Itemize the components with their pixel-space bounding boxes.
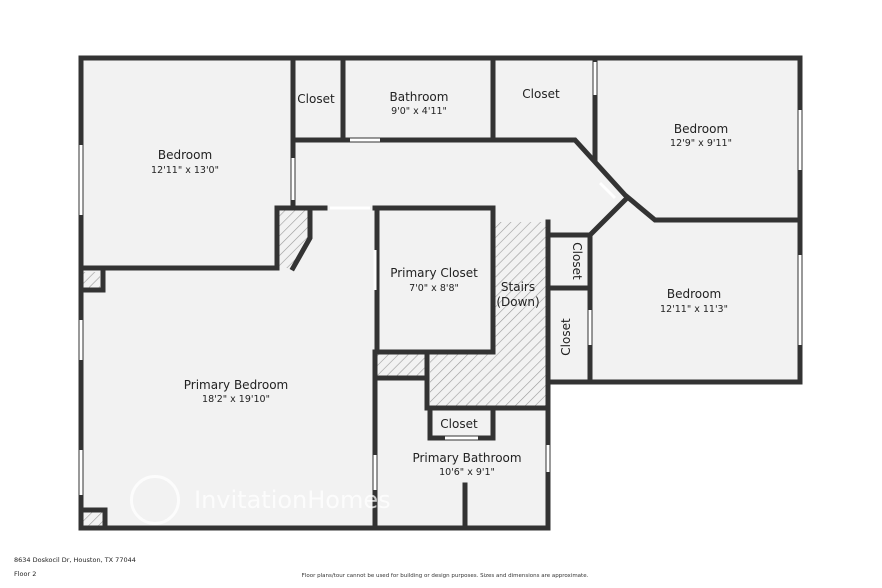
room-name: Closet: [440, 417, 478, 431]
room-name: Bedroom: [158, 148, 212, 162]
logo-icon: [130, 475, 180, 525]
floor-label: Floor 2: [14, 570, 37, 578]
room-name: Closet: [559, 318, 573, 356]
room-dims: 9'0" x 4'11": [391, 106, 447, 117]
hatch-chase-bottom: [83, 512, 103, 526]
openings: [79, 62, 802, 495]
room-dims: 12'11" x 13'0": [151, 165, 219, 176]
room-name: Primary Bedroom: [184, 378, 288, 392]
floor-area: [81, 58, 800, 528]
room-name: Closet: [522, 87, 560, 101]
stairs-hatch: [430, 222, 548, 408]
room-name: Primary Bathroom: [412, 451, 521, 465]
room-dims: 7'0" x 8'8": [409, 283, 459, 294]
room-name: Bedroom: [667, 287, 721, 301]
room-name: Primary Closet: [390, 266, 478, 280]
room-name: Stairs: [501, 280, 535, 294]
room-name: Bedroom: [674, 122, 728, 136]
room-dims: 12'11" x 11'3": [660, 304, 728, 315]
room-name: Bathroom: [390, 90, 449, 104]
watermark: InvitationHomes: [130, 475, 391, 525]
room-name: Closet: [570, 242, 584, 280]
room-labels: Bedroom 12'11" x 13'0" Closet Bathroom 9…: [151, 87, 732, 478]
hatch-chase-top: [83, 272, 100, 292]
address-label: 8634 Doskocil Dr, Houston, TX 77044: [14, 556, 136, 564]
disclaimer-text: Floor plans/tour cannot be used for buil…: [301, 573, 589, 579]
room-dims: 18'2" x 19'10": [202, 394, 270, 405]
hatch-small: [377, 352, 427, 377]
room-name: Closet: [297, 92, 335, 106]
room-dims: (Down): [496, 295, 539, 309]
watermark-text: InvitationHomes: [194, 486, 391, 514]
room-dims: 10'6" x 9'1": [439, 467, 495, 478]
room-dims: 12'9" x 9'11": [670, 138, 732, 149]
hatch-corner: [277, 208, 310, 268]
